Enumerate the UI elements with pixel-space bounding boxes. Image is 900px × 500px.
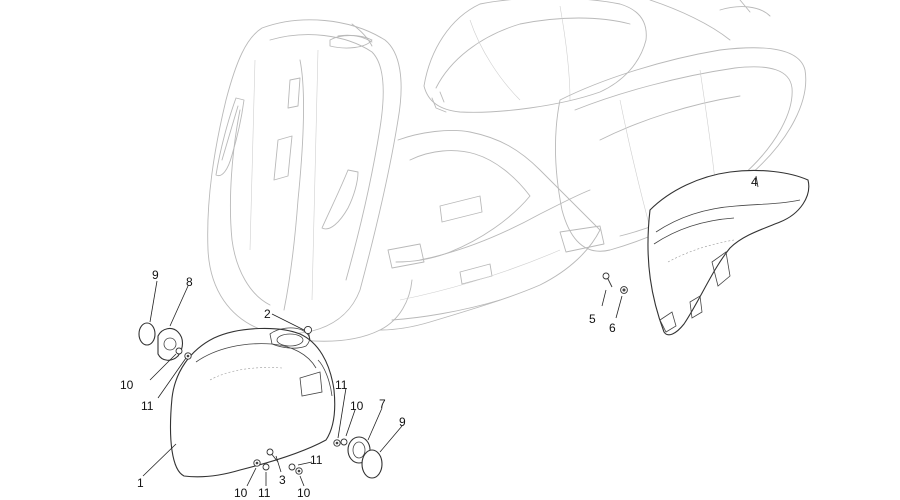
nut-10-right bbox=[340, 409, 356, 446]
washer-11-left bbox=[157, 352, 192, 399]
nut-10-bottom-left bbox=[246, 459, 261, 487]
callout-2: 2 bbox=[264, 307, 271, 321]
washer-11-right bbox=[333, 387, 347, 447]
callout-3: 3 bbox=[279, 473, 286, 487]
badge-holder-8 bbox=[157, 285, 189, 361]
callout-11-right: 11 bbox=[335, 378, 348, 392]
front-mudguard-part bbox=[170, 327, 336, 478]
washer-11-bottom-right bbox=[288, 461, 313, 471]
callout-11-bottom: 11 bbox=[258, 486, 271, 500]
badge-cover-9-left bbox=[138, 280, 158, 346]
callout-10-bottom-right: 10 bbox=[297, 486, 311, 500]
callout-8: 8 bbox=[186, 275, 193, 289]
washer-11-bottom bbox=[262, 463, 270, 486]
callout-7: 7 bbox=[379, 397, 386, 411]
nut-10-bottom-right bbox=[295, 467, 305, 487]
callout-4: 4 bbox=[751, 175, 758, 189]
bolt-2 bbox=[271, 313, 313, 341]
callout-9-right: 9 bbox=[399, 415, 406, 429]
nut-10-left bbox=[149, 347, 183, 381]
callout-11-bottom-right: 11 bbox=[310, 453, 323, 467]
scooter-body-ghost bbox=[207, 0, 807, 342]
badge-cover-9-right bbox=[361, 425, 403, 479]
leader-4 bbox=[755, 175, 759, 188]
callout-labels: 1 2 3 4 5 6 7 8 9 9 10 10 10 10 11 11 11… bbox=[120, 175, 758, 500]
callout-6: 6 bbox=[609, 321, 616, 335]
callout-10-left: 10 bbox=[120, 378, 134, 392]
screw-5 bbox=[601, 272, 613, 307]
bolt-3-bottom bbox=[266, 448, 282, 473]
callout-9-left: 9 bbox=[152, 268, 159, 282]
callout-11-left: 11 bbox=[141, 399, 154, 413]
callout-10-right: 10 bbox=[350, 399, 364, 413]
nut-6 bbox=[615, 286, 628, 319]
callout-10-bottom-left: 10 bbox=[234, 486, 248, 500]
rear-mudguard-part bbox=[647, 169, 810, 336]
callout-1: 1 bbox=[137, 476, 144, 490]
leader-1 bbox=[142, 443, 177, 477]
callout-5: 5 bbox=[589, 312, 596, 326]
